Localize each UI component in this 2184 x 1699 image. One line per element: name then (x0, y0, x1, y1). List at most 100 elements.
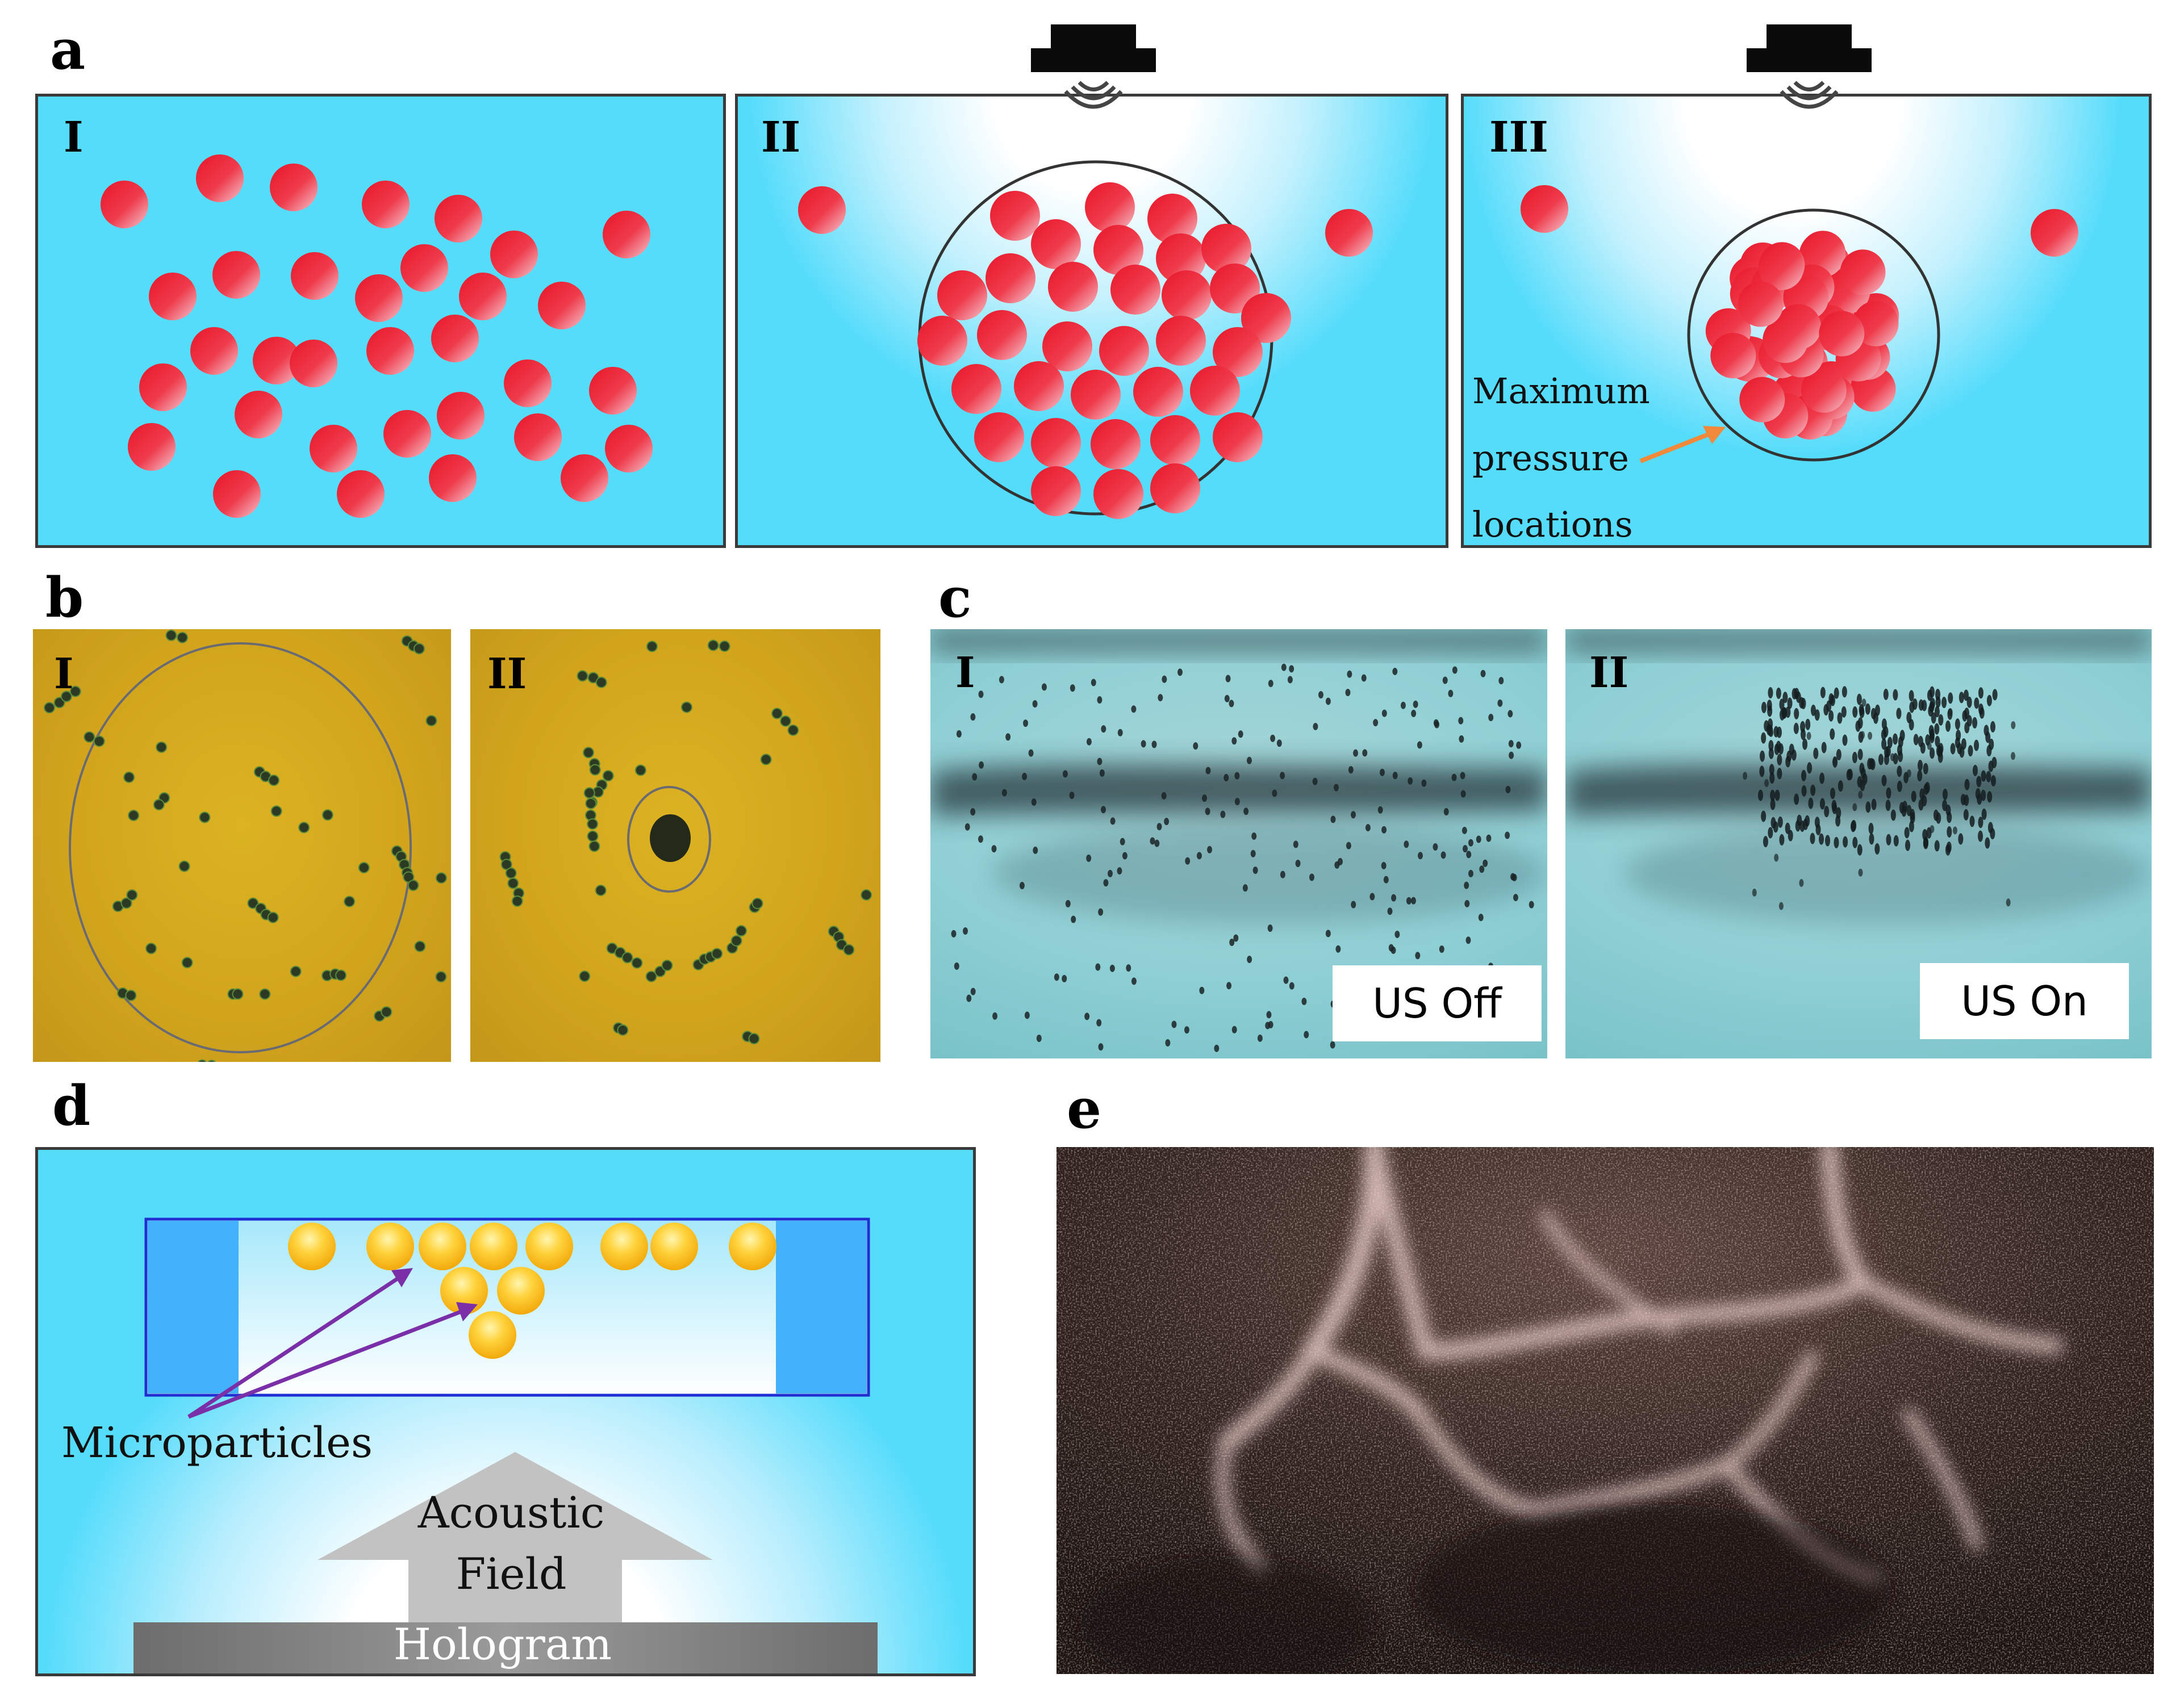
bubble (1976, 776, 1982, 788)
bubble (963, 671, 968, 679)
red-particle (235, 391, 282, 438)
bubble (1439, 945, 1444, 953)
acoustic-field-line-1: Acoustic (417, 1487, 605, 1538)
bubble (1770, 798, 1776, 810)
bubble (1510, 873, 1515, 881)
red-particle (337, 470, 385, 518)
red-particle (429, 454, 477, 502)
cell (602, 770, 614, 782)
bubble (1869, 833, 1874, 845)
bubble (1794, 793, 1799, 805)
bubble (1885, 746, 1891, 758)
bubble (1986, 694, 1992, 706)
cell (120, 897, 132, 909)
bubble (1927, 742, 1932, 750)
bubble (1233, 934, 1239, 942)
transducer-icon (1747, 24, 1872, 109)
bubble (1881, 775, 1887, 786)
bubble (1272, 789, 1277, 797)
bubble (1981, 789, 1986, 801)
cell (751, 897, 763, 909)
bubble (1101, 725, 1106, 733)
bubble (1801, 785, 1807, 797)
bubble (1390, 946, 1396, 954)
bubble (970, 713, 976, 721)
bubble (1373, 719, 1379, 727)
bubble (1906, 712, 1912, 723)
bubble (1024, 1011, 1030, 1019)
bubble (1929, 701, 1935, 713)
bubble (1860, 731, 1865, 739)
panel-b-i-cells (43, 629, 447, 1062)
red-particle (253, 337, 300, 384)
bubble (1325, 697, 1331, 705)
bubble (1193, 742, 1199, 750)
microparticle-arrows (187, 1268, 478, 1419)
bubble (1347, 670, 1352, 678)
bubble (978, 691, 984, 698)
bubble (1942, 788, 1948, 800)
bubble (991, 845, 997, 853)
bubble (1836, 807, 1841, 819)
bubble (1295, 860, 1301, 868)
red-particle (366, 327, 414, 375)
cell (711, 948, 723, 960)
red-particle (1241, 293, 1291, 343)
bubble (956, 730, 962, 738)
bubble (1935, 735, 1940, 747)
cell (661, 960, 673, 972)
bubble (1834, 836, 1839, 848)
bubble (1091, 679, 1096, 687)
bubble (1761, 732, 1767, 744)
bubble (1265, 1022, 1271, 1030)
bubble (1257, 1034, 1263, 1042)
bubble (1443, 807, 1449, 815)
bubble (1234, 772, 1240, 780)
bubble (1948, 708, 1953, 717)
bubble (1837, 712, 1843, 724)
bubble (1860, 767, 1866, 779)
bubble (1990, 775, 1996, 786)
bubble (1415, 952, 1421, 960)
red-particle (290, 340, 337, 387)
bubble (1955, 736, 1960, 748)
bubble (1421, 779, 1427, 787)
bubble (951, 930, 957, 938)
bubble (1909, 821, 1914, 832)
cell (719, 641, 730, 652)
panel-b-ii-micrograph (470, 629, 880, 1062)
red-particle (1014, 361, 1064, 411)
bubble (1893, 733, 1898, 745)
bubble (1126, 964, 1131, 972)
bubble (1161, 792, 1167, 800)
cell (199, 811, 211, 823)
bubble (1779, 709, 1785, 721)
cell (125, 989, 137, 1001)
bubble (1800, 721, 1806, 733)
red-particle (213, 470, 261, 518)
microparticles-label: Microparticles (61, 1418, 373, 1467)
bubble (1312, 777, 1318, 785)
bubble (1958, 833, 1964, 845)
bubble (1096, 1019, 1102, 1027)
cell (414, 940, 426, 952)
bubble (1969, 815, 1975, 827)
bubble (1394, 930, 1400, 938)
bubble (1022, 772, 1028, 780)
bubble (1476, 835, 1481, 843)
bubble (964, 823, 970, 831)
cell-boundary (69, 642, 412, 1053)
red-particle (937, 270, 987, 320)
red-particle (1853, 300, 1899, 346)
red-particle (1801, 367, 1847, 413)
bubble (1992, 689, 1998, 701)
bubble (1776, 740, 1781, 752)
bubble (1893, 689, 1898, 701)
bubble (1919, 788, 1925, 800)
bubble (1814, 709, 1820, 721)
bubble (1289, 665, 1294, 673)
bubble (1883, 726, 1889, 738)
bubble (1458, 717, 1464, 725)
bubble (1861, 778, 1866, 786)
bubble (1041, 683, 1047, 691)
